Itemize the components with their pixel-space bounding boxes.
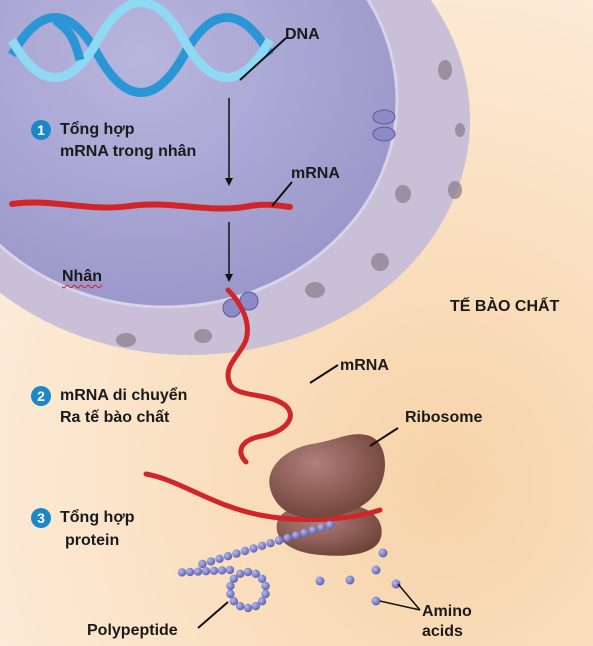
- amino-acid-bead: [215, 554, 224, 563]
- amino-acid-bead: [291, 531, 301, 540]
- amino-acid-bead: [235, 569, 245, 578]
- amino-acid-bead: [300, 528, 309, 537]
- amino-acid-bead: [257, 597, 267, 606]
- amino-acid-bead: [249, 544, 258, 553]
- ribosome-large-subunit: [269, 434, 385, 519]
- polypeptide-chain: [177, 520, 335, 613]
- step-2-badge: 2: [31, 386, 51, 406]
- step-1-line2: mRNA trong nhân: [60, 143, 197, 160]
- amino-acid-bead: [201, 567, 211, 576]
- transcription-arrow: [225, 98, 233, 186]
- amino-acid-bead: [325, 520, 335, 530]
- polypeptide-pointer: [197, 601, 229, 629]
- amino-acid-bead: [243, 567, 253, 577]
- amino-acid-bead: [371, 565, 381, 575]
- amino-acid-bead: [257, 541, 267, 550]
- amino-acid-bead: [251, 569, 261, 578]
- amino-acid-bead: [378, 548, 388, 558]
- amino-acid-bead: [308, 526, 318, 535]
- step-2-line1: mRNA di chuyển: [60, 387, 188, 404]
- polypeptide-label: Polypeptide: [87, 622, 178, 639]
- amino-acid-bead: [371, 596, 381, 606]
- step-1-badge: 1: [31, 120, 51, 140]
- step-3-line2: protein: [65, 532, 120, 549]
- amino-acids-label-line1: Amino: [422, 603, 472, 620]
- amino-acid-bead: [317, 523, 326, 532]
- nucleus-label: Nhân: [62, 268, 102, 285]
- nucleus-interior: [0, 0, 399, 309]
- amino-acid-bead: [266, 539, 275, 548]
- step-3-line1: Tổng hợp: [60, 509, 135, 526]
- amino-acid-bead: [229, 574, 239, 583]
- amino-pointer-1: [397, 583, 421, 611]
- step-3-badge: 3: [31, 508, 51, 528]
- ribosome-pointer: [369, 427, 399, 447]
- amino-acids-label-line2: acids: [422, 623, 463, 640]
- amino-acid-bead: [243, 603, 253, 613]
- amino-acid-bead: [391, 579, 401, 589]
- amino-acid-bead: [193, 567, 203, 576]
- mrna-on-ribosome: [143, 471, 383, 523]
- export-arrow: [225, 222, 233, 282]
- amino-acid-bead: [240, 546, 250, 556]
- dna-label: DNA: [285, 26, 320, 43]
- mrna-nucleus-pointer: [271, 181, 293, 207]
- amino-acid-bead: [229, 597, 239, 606]
- amino-acid-bead: [235, 602, 245, 611]
- amino-acid-bead: [261, 581, 270, 591]
- mrna-cytoplasm-label: mRNA: [340, 357, 389, 374]
- amino-acid-bead: [232, 549, 241, 558]
- amino-acid-bead: [177, 568, 187, 577]
- mrna-cyto-pointer: [309, 364, 339, 384]
- amino-acid-bead: [345, 575, 355, 585]
- nuclear-pore-top: [372, 109, 396, 142]
- amino-acid-bead: [257, 574, 267, 583]
- amino-pointer-2: [379, 600, 421, 611]
- step-1-line1: Tổng hợp: [60, 121, 135, 138]
- amino-acid-bead: [223, 552, 233, 561]
- amino-acid-bead: [274, 536, 284, 545]
- mrna-nucleus-label: mRNA: [291, 165, 340, 182]
- mrna-exiting: [225, 287, 293, 465]
- dna-helix: [8, 0, 274, 97]
- amino-acid-bead: [198, 559, 207, 569]
- amino-acid-bead: [209, 566, 219, 575]
- mrna-in-nucleus: [9, 199, 293, 212]
- dna-pointer: [239, 37, 287, 81]
- amino-acid-bead: [283, 533, 292, 543]
- amino-acid-bead: [261, 589, 270, 599]
- amino-acid-bead: [315, 576, 325, 586]
- amino-acid-bead: [185, 567, 195, 577]
- ribosome-label: Ribosome: [405, 409, 483, 426]
- amino-acid-bead: [251, 602, 261, 611]
- amino-acid-bead: [225, 565, 235, 575]
- envelope-texture: [116, 60, 465, 347]
- amino-acid-bead: [206, 557, 216, 566]
- amino-acid-bead: [226, 581, 235, 591]
- amino-acid-bead: [217, 566, 227, 575]
- free-amino-acids: [315, 548, 401, 606]
- cytoplasm-label: TẾ BÀO CHẤT: [450, 298, 560, 315]
- amino-acid-bead: [226, 589, 235, 599]
- step-2-line2: Ra tế bào chất: [60, 409, 170, 426]
